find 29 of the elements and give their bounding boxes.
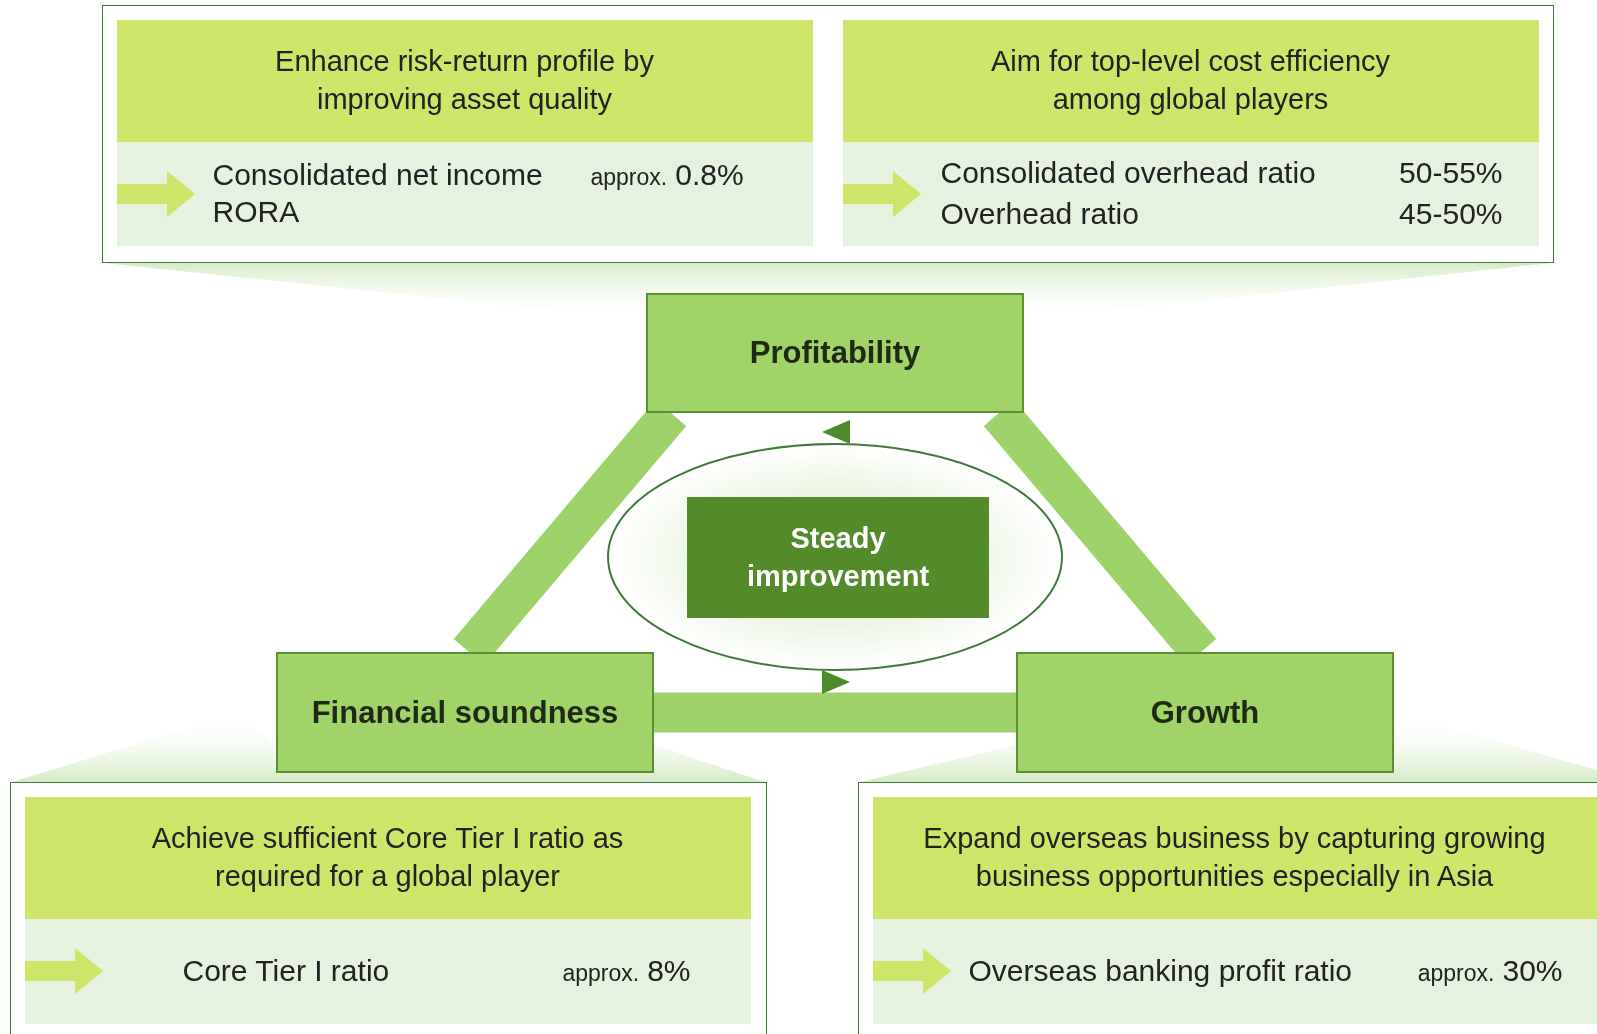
approx-note: approx. (1417, 959, 1495, 987)
target-value: 30% (1502, 953, 1563, 988)
target-row (24, 918, 751, 1024)
goal-banner: Enhance risk-return profile by improving asset quality (116, 19, 813, 142)
outline-panel (102, 5, 1554, 263)
outline-panel (10, 782, 767, 1034)
target-value: 0.8% (675, 157, 744, 192)
pillar-box: Financial soundness (276, 652, 654, 773)
goal-banner: Aim for top-level cost efficiency among global players (842, 19, 1539, 142)
approx-note: approx. (562, 959, 640, 987)
metric-name: Overhead ratio (940, 195, 1140, 232)
pillar-box: Profitability (646, 293, 1024, 413)
metric-name: Consolidated net income RORA (212, 156, 544, 230)
goal-banner: Achieve sufficient Core Tier I ratio as required for a global player (24, 796, 751, 919)
metric-name: Overseas banking profit ratio (968, 952, 1354, 989)
target-row (872, 918, 1597, 1024)
pillar-box: Growth (1016, 652, 1394, 773)
connector-band (654, 692, 1016, 733)
metric-name: Core Tier I ratio (182, 952, 391, 989)
outline-panel (858, 782, 1597, 1034)
target-value: 45-50% (1399, 196, 1503, 231)
metric-name: Consolidated overhead ratio (940, 154, 1317, 191)
center-box: Steady improvement (687, 497, 989, 618)
approx-note: approx. (590, 163, 668, 191)
goal-banner: Expand overseas business by capturing growing business opportunities especially in Asia (872, 796, 1597, 919)
target-row (842, 141, 1539, 246)
target-row (116, 141, 813, 246)
target-value: 50-55% (1399, 155, 1503, 190)
target-value: 8% (647, 953, 691, 988)
